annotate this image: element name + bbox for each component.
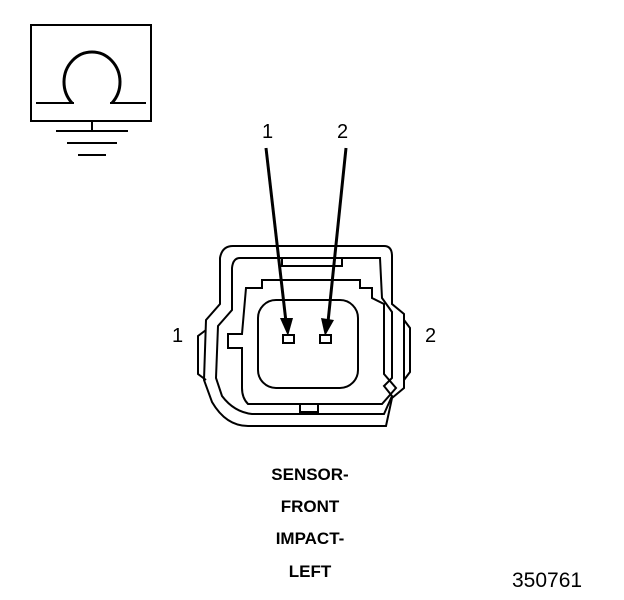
pin-1-callout: 1 bbox=[262, 121, 273, 143]
figure-number: 350761 bbox=[512, 569, 582, 592]
pin-1-arrow bbox=[264, 147, 293, 336]
caption-line-4: LEFT bbox=[289, 562, 332, 581]
pin-2-arrow bbox=[321, 147, 348, 336]
connector-housing bbox=[197, 245, 411, 427]
pin-2-callout: 2 bbox=[337, 121, 348, 143]
caption-line-2: FRONT bbox=[281, 497, 340, 516]
terminal-2 bbox=[319, 334, 332, 344]
terminal-1 bbox=[282, 334, 295, 344]
pin-1-side-label: 1 bbox=[172, 325, 183, 347]
caption-line-3: IMPACT- bbox=[276, 529, 345, 548]
pin-2-side-label: 2 bbox=[425, 325, 436, 347]
ohmmeter-ground-icon bbox=[30, 24, 152, 156]
caption-line-1: SENSOR- bbox=[271, 465, 348, 484]
